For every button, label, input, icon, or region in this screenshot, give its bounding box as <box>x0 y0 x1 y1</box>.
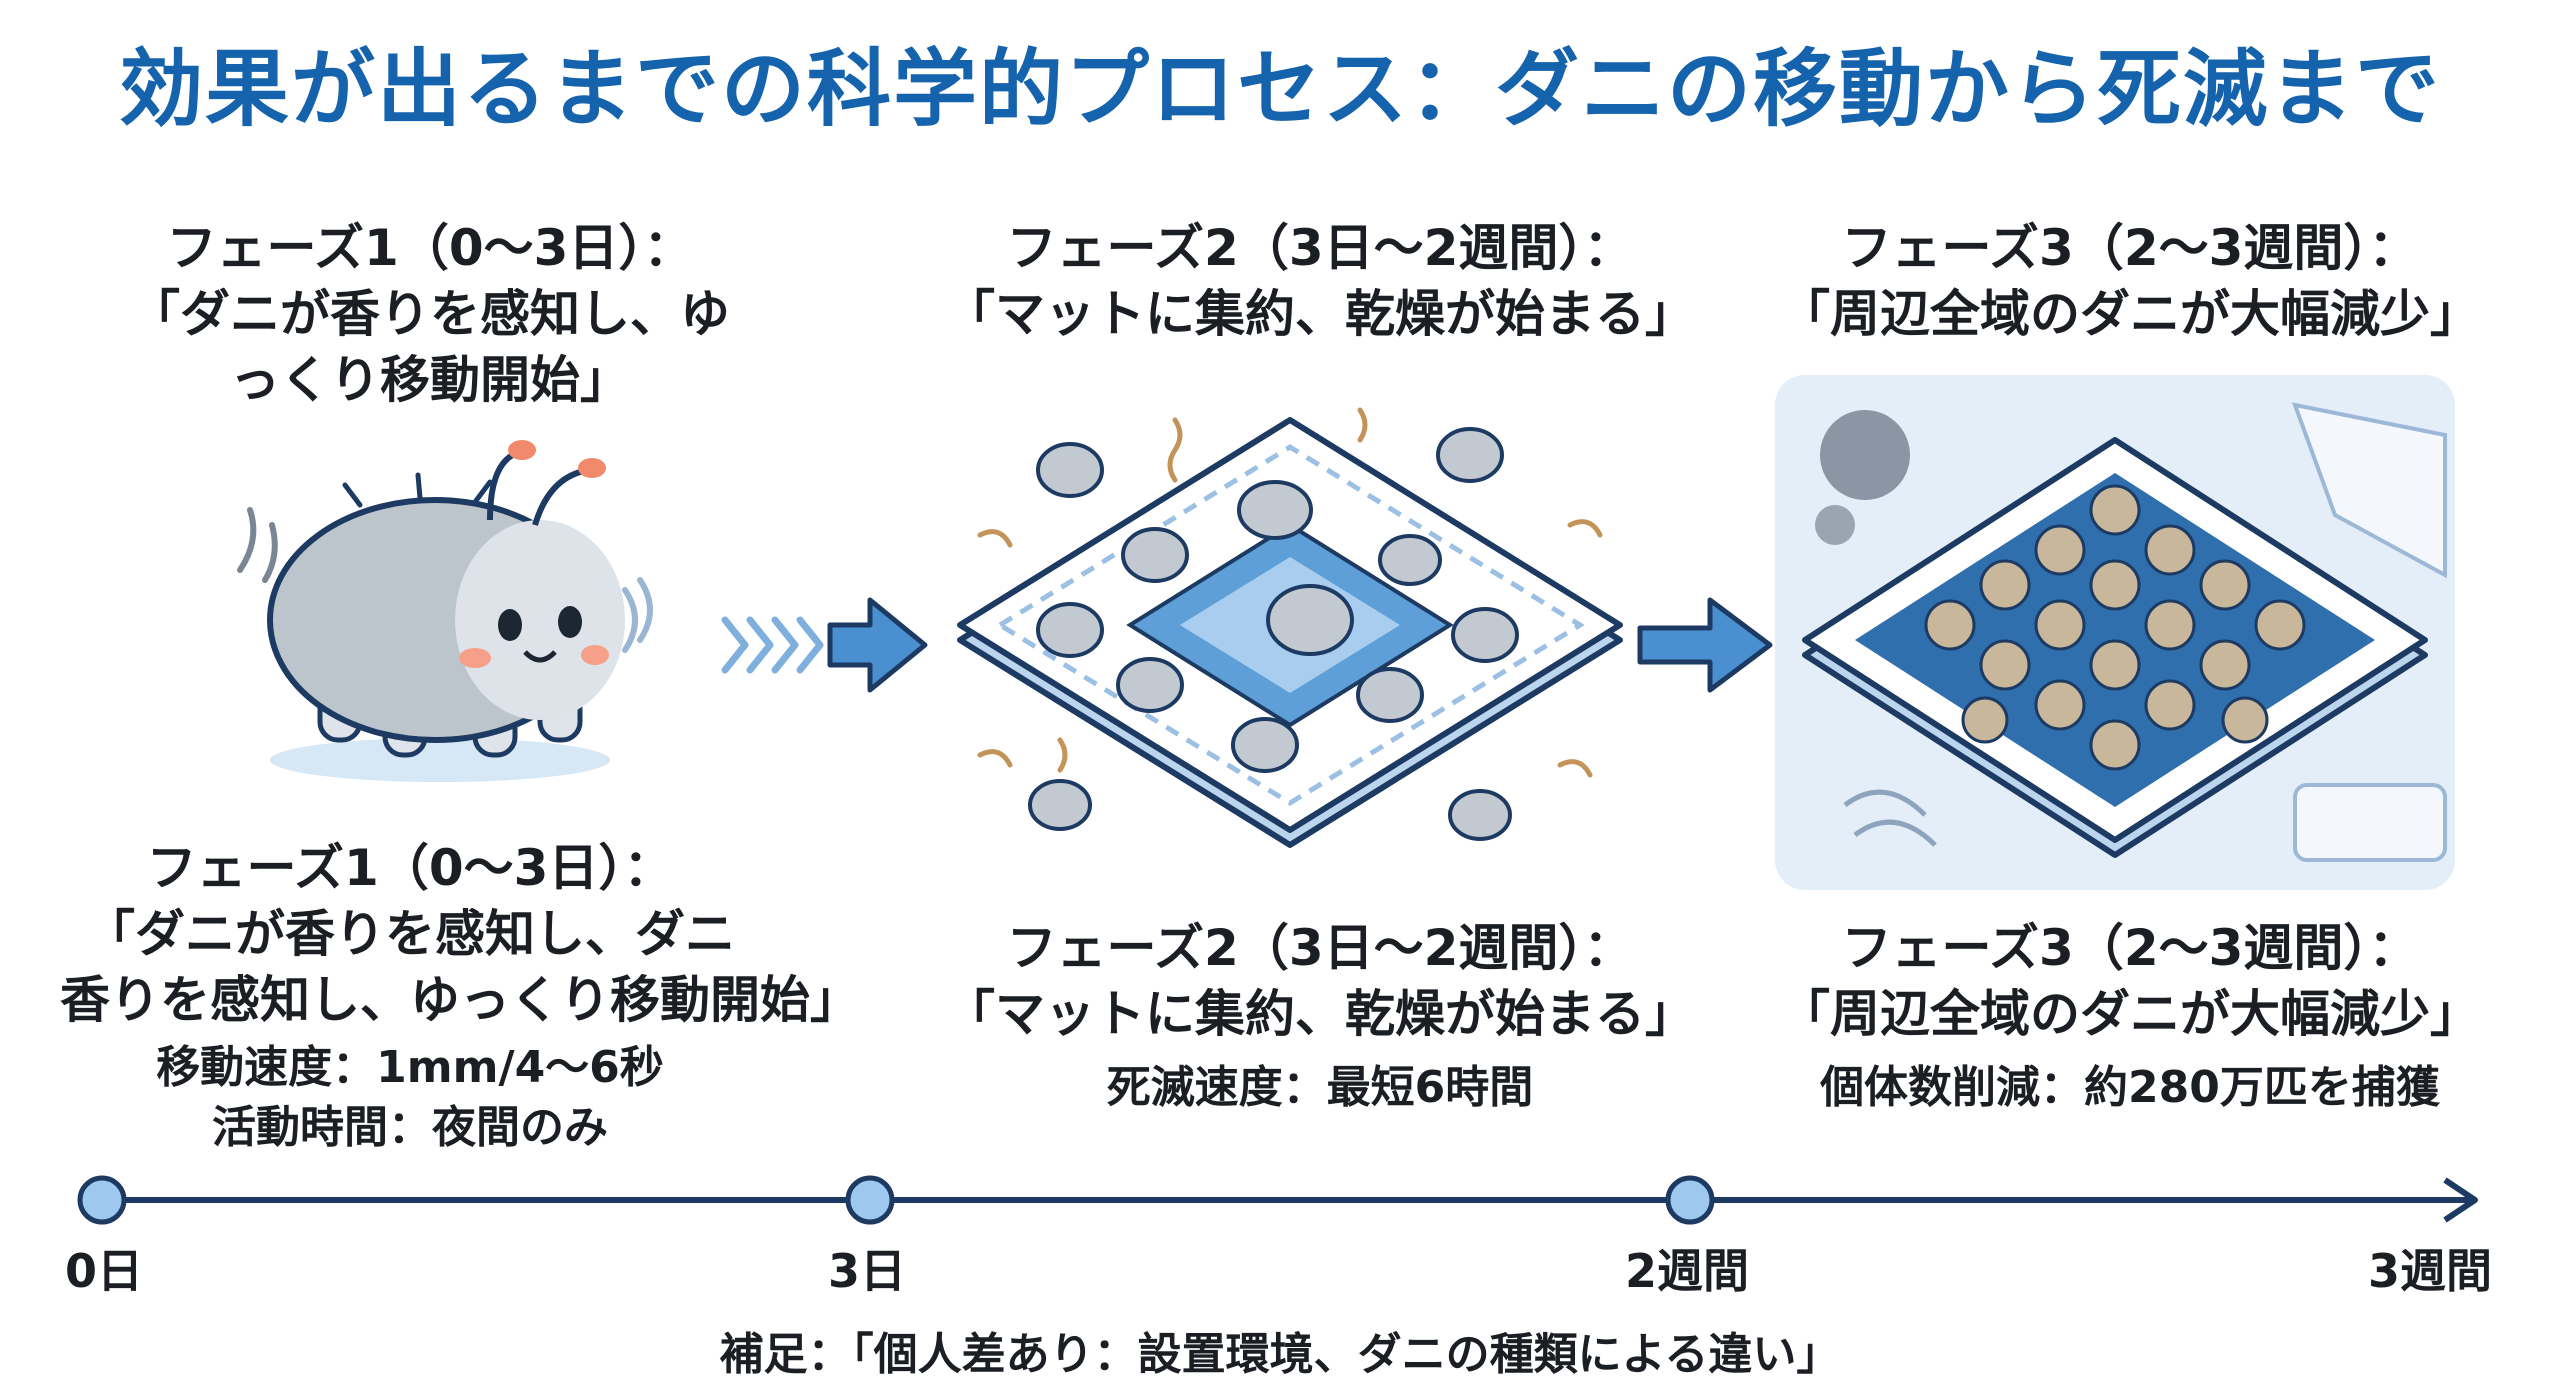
phase3-stat-reduction: 個体数削減：約280万匹を捕獲 <box>1820 1062 2440 1113</box>
mat-reduced-illustration <box>1775 375 2455 890</box>
phase1-top-line2: っくり移動開始」 <box>230 351 630 409</box>
phase3-top-text: フェーズ3（2〜3週間）： 「周辺全域のダニが大幅減少」 <box>1760 215 2500 347</box>
phase2-top-text: フェーズ2（3日〜2週間）： 「マットに集約、乾燥が始まる」 <box>900 215 1740 347</box>
mite-hair <box>472 479 493 505</box>
mite-antenna <box>532 467 591 526</box>
phase3-top-heading: フェーズ3（2〜3週間）： <box>1841 219 2419 277</box>
mite-shadow <box>270 738 610 782</box>
dust-cloud <box>1820 410 1910 500</box>
mite-eye <box>558 606 582 638</box>
timeline-label-3w: 3週間 <box>2368 1244 2493 1298</box>
timeline-marker-3d <box>845 1175 895 1225</box>
phase2-stats: 死滅速度：最短6時間 <box>900 1058 1740 1118</box>
timeline-arrowhead <box>2443 1177 2478 1223</box>
phase1-top-line1: 「ダニが香りを感知し、ゆ <box>130 285 730 343</box>
phase1-bottom-heading: フェーズ1（0〜3日）： <box>146 839 674 897</box>
phase2-top-heading: フェーズ2（3日〜2週間）： <box>1006 219 1634 277</box>
phase1-top-text: フェーズ1（0〜3日）： 「ダニが香りを感知し、ゆ っくり移動開始」 <box>130 215 730 413</box>
chevron <box>771 616 799 674</box>
chevron <box>796 616 824 674</box>
timeline-marker-0 <box>77 1175 127 1225</box>
phase3-stats: 個体数削減：約280万匹を捕獲 <box>1760 1058 2500 1118</box>
phase1-bottom-text: フェーズ1（0〜3日）： 「ダニが香りを感知し、ダニ 香りを感知し、ゆっくり移動… <box>60 835 860 1033</box>
timeline-marker-2w <box>1665 1175 1715 1225</box>
timeline-label-2w: 2週間 <box>1625 1244 1750 1298</box>
arrow-head <box>827 597 928 693</box>
arrow-head <box>1637 597 1773 693</box>
pillow-shape <box>2291 402 2447 579</box>
phase2-bottom-text: フェーズ2（3日〜2週間）： 「マットに集約、乾燥が始まる」 <box>900 915 1740 1047</box>
footnote: 補足：「個人差あり：設置環境、ダニの種類による違い」 <box>719 1329 1841 1380</box>
phase1-bottom-line1: 「ダニが香りを感知し、ダニ <box>85 905 735 963</box>
mite-face <box>455 520 625 720</box>
phase2-stat-kill-speed: 死滅速度：最短6時間 <box>1106 1062 1534 1113</box>
phase2-bottom-heading: フェーズ2（3日〜2週間）： <box>1006 919 1634 977</box>
progress-arrow-2 <box>1637 597 1773 693</box>
motion-lines <box>237 507 278 583</box>
phase1-stat-speed: 移動速度：1mm/4〜6秒 <box>156 1042 664 1093</box>
chevron <box>721 616 749 674</box>
progress-arrow-1 <box>721 597 928 693</box>
mite-antenna-tip <box>578 458 606 478</box>
mat-border <box>995 444 1585 806</box>
mat-gathering-illustration <box>957 407 1623 848</box>
dust-cloud <box>1815 505 1855 545</box>
phase2-top-line1: 「マットに集約、乾燥が始まる」 <box>945 285 1695 343</box>
phase1-bottom-line2: 香りを感知し、ゆっくり移動開始」 <box>60 971 860 1029</box>
phase3-bottom-heading: フェーズ3（2〜3週間）： <box>1841 919 2419 977</box>
phase2-bottom-line1: 「マットに集約、乾燥が始まる」 <box>945 985 1695 1043</box>
page-title: 効果が出るまでの科学的プロセス：ダニの移動から死滅まで <box>118 40 2441 138</box>
fiber-strands <box>1843 789 1937 847</box>
phase1-top-heading: フェーズ1（0〜3日）： <box>166 219 694 277</box>
mite-hair <box>415 472 423 501</box>
mite-mouth <box>523 650 557 663</box>
folded-towel <box>2293 783 2447 862</box>
phase3-bottom-line1: 「周辺全域のダニが大幅減少」 <box>1780 985 2480 1043</box>
mite-eye <box>498 609 522 641</box>
phase1-stats: 移動速度：1mm/4〜6秒 活動時間：夜間のみ <box>60 1038 760 1158</box>
mite-group <box>1028 427 1519 841</box>
mite-cheek <box>459 648 491 668</box>
motion-lines <box>622 577 653 653</box>
dead-mite-group <box>1924 484 2306 771</box>
timeline-label-3d: 3日 <box>828 1244 907 1298</box>
phase1-stat-activity: 活動時間：夜間のみ <box>212 1102 608 1153</box>
chevron <box>746 616 774 674</box>
squiggle-lines <box>977 407 1603 778</box>
phase3-top-line1: 「周辺全域のダニが大幅減少」 <box>1780 285 2480 343</box>
mite-antenna-tip <box>508 440 536 460</box>
timeline <box>77 1175 2478 1225</box>
timeline-label-0: 0日 <box>65 1244 144 1298</box>
mite-illustration <box>237 440 653 782</box>
mite-hair <box>342 482 363 508</box>
mite-cheek <box>581 645 609 665</box>
phase3-bottom-text: フェーズ3（2〜3週間）： 「周辺全域のダニが大幅減少」 <box>1760 915 2500 1047</box>
